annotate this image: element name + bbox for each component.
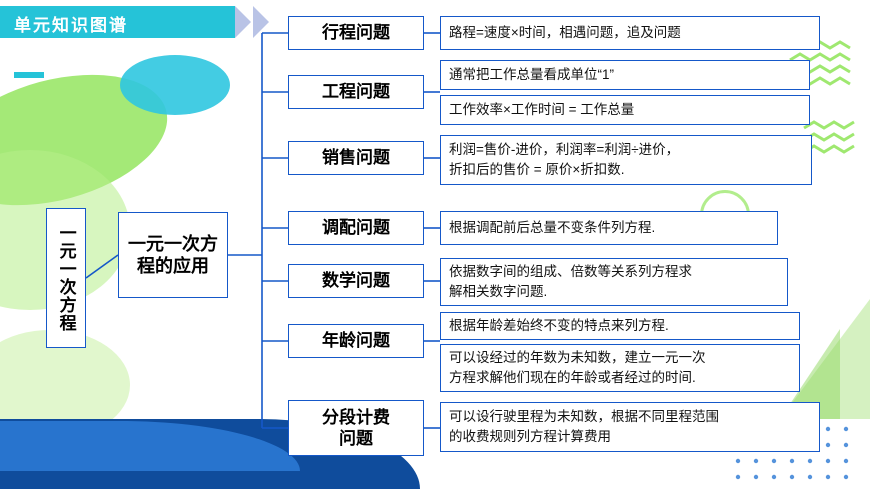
banner-chevron-1 — [235, 6, 251, 38]
node-root[interactable]: 一元一次方程 — [46, 208, 86, 348]
header-underline — [14, 72, 44, 78]
detail-sales-1[interactable]: 利润=售价-进价，利润率=利润÷进价， 折扣后的售价 = 原价×折扣数. — [440, 135, 812, 185]
node-category-engineering[interactable]: 工程问题 — [288, 75, 424, 109]
detail-number-1[interactable]: 依据数字间的组成、倍数等关系列方程求 解相关数字问题. — [440, 258, 788, 306]
detail-engineering-2[interactable]: 工作效率×工作时间 = 工作总量 — [440, 95, 810, 125]
node-branch-applications[interactable]: 一元一次方程的应用 — [118, 212, 228, 298]
detail-tiered-billing-1[interactable]: 可以设行驶里程为未知数，根据不同里程范围 的收费规则列方程计算费用 — [440, 402, 820, 452]
detail-engineering-1[interactable]: 通常把工作总量看成单位“1” — [440, 60, 810, 90]
node-category-age[interactable]: 年龄问题 — [288, 324, 424, 358]
node-category-allocation[interactable]: 调配问题 — [288, 211, 424, 245]
decorative-bottom-wave-light — [0, 421, 300, 471]
decorative-cyan-blob — [120, 55, 230, 115]
detail-allocation-1[interactable]: 根据调配前后总量不变条件列方程. — [440, 211, 778, 245]
node-category-sales[interactable]: 销售问题 — [288, 141, 424, 175]
detail-travel-1[interactable]: 路程=速度×时间，相遇问题，追及问题 — [440, 16, 820, 50]
header-banner — [0, 6, 235, 38]
detail-age-2[interactable]: 可以设经过的年数为未知数，建立一元一次 方程求解他们现在的年龄或者经过的时间. — [440, 344, 800, 392]
node-category-number[interactable]: 数学问题 — [288, 264, 424, 298]
node-category-tiered-billing[interactable]: 分段计费 问题 — [288, 400, 424, 456]
node-category-travel[interactable]: 行程问题 — [288, 16, 424, 50]
decorative-green-blob-1 — [0, 52, 182, 228]
header-title: 单元知识图谱 — [14, 16, 128, 35]
banner-chevron-2 — [253, 6, 269, 38]
detail-age-1[interactable]: 根据年龄差始终不变的特点来列方程. — [440, 312, 800, 340]
